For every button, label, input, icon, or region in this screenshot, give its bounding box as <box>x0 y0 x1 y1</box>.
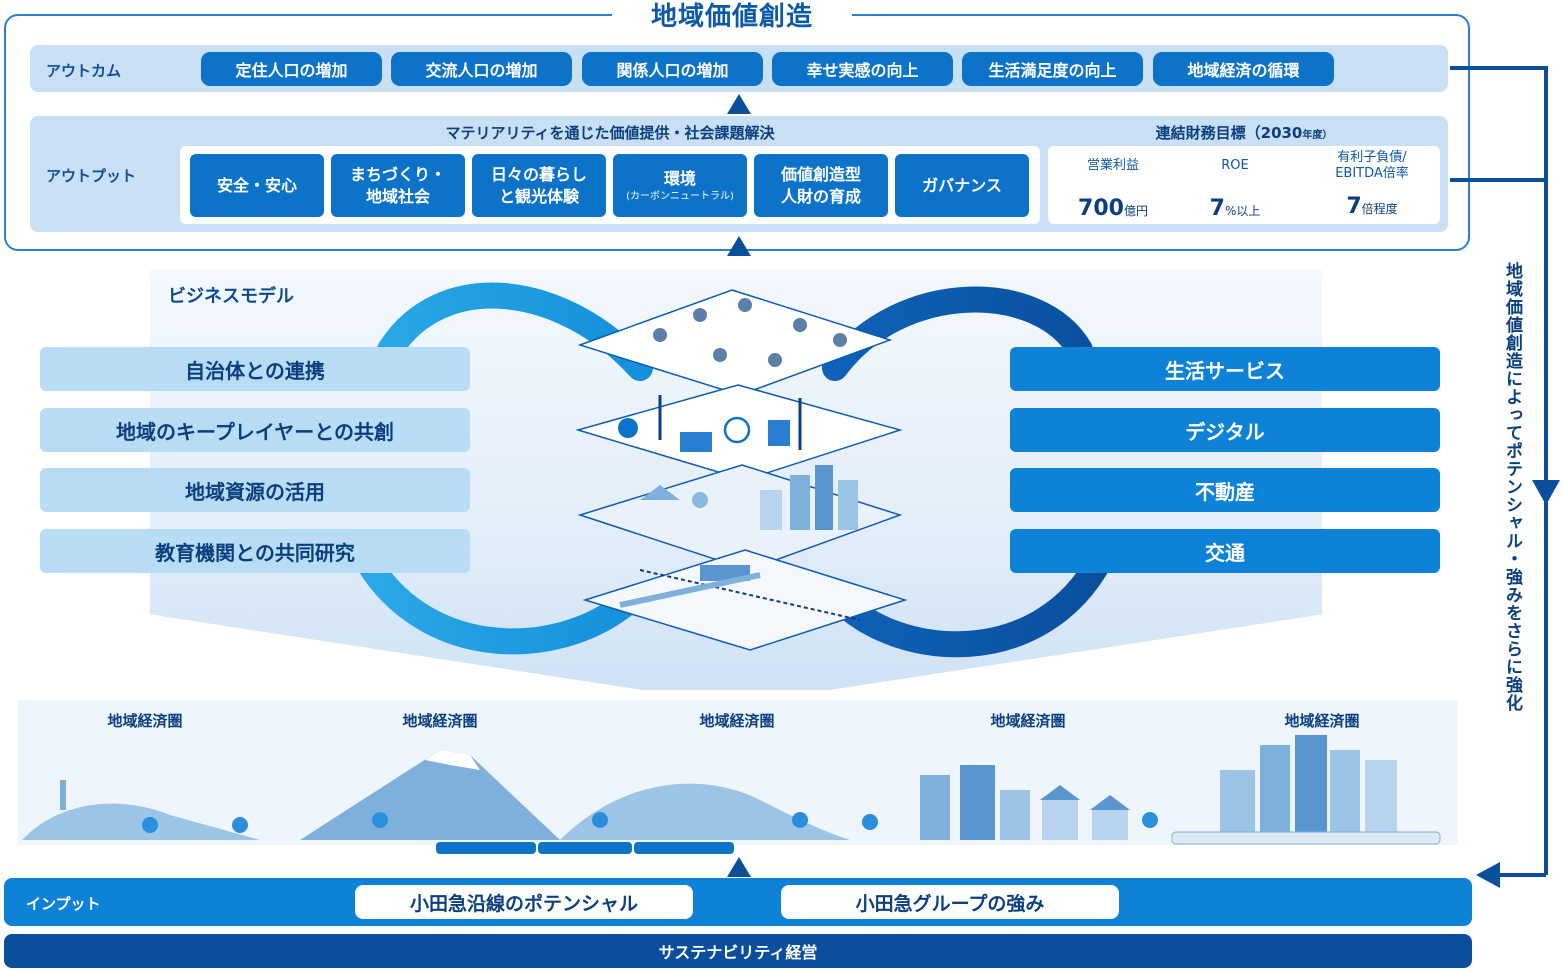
outcome-item-4: 幸せ実感の向上 <box>772 52 953 86</box>
bm-left-item-2: 地域のキープレイヤーとの共創 <box>40 408 470 452</box>
bm-right-item-2: デジタル <box>1010 408 1440 452</box>
layer-people <box>577 289 893 396</box>
feedback-text: 地域価値創造によってポテンシャル・強みをさらに強化 <box>1502 262 1522 712</box>
arrow-up-icon <box>727 857 751 877</box>
region-label-5: 地域経済圏 <box>1284 712 1360 730</box>
region-label-3: 地域経済圏 <box>699 712 775 730</box>
finance-operating-profit: 営業利益 700億円 <box>1078 158 1148 221</box>
input-label: インプット <box>26 895 101 913</box>
outcome-item-2: 交流人口の増加 <box>391 52 572 86</box>
business-model-title: ビジネスモデル <box>168 286 294 307</box>
region-label-4: 地域経済圏 <box>990 712 1066 730</box>
layer-digital <box>575 384 903 481</box>
bm-right-item-4: 交通 <box>1010 529 1440 573</box>
finance-panel <box>1048 146 1440 224</box>
materiality-daily-life: 日々の暮らしと観光体験 <box>472 154 606 217</box>
materiality-environment: 環境(カーボンニュートラル) <box>613 154 747 217</box>
input-item-potential: 小田急沿線のポテンシャル <box>355 885 693 919</box>
input-item-strength: 小田急グループの強み <box>781 885 1119 919</box>
region-label-1: 地域経済圏 <box>107 712 183 730</box>
feedback-arrow <box>1450 66 1560 888</box>
bm-left-item-3: 地域資源の活用 <box>40 468 470 512</box>
finance-debt-ebitda: 有利子負債/ EBITDA倍率 7倍程度 <box>1335 150 1409 219</box>
input-band <box>4 878 1472 926</box>
layer-city <box>577 464 903 571</box>
arrow-up-icon <box>727 94 751 114</box>
materiality-safety: 安全・安心 <box>190 154 324 217</box>
region-label-2: 地域経済圏 <box>402 712 478 730</box>
materiality-community: まちづくり・地域社会 <box>331 154 465 217</box>
bm-left-item-1: 自治体との連携 <box>40 347 470 391</box>
materiality-talent: 価値創造型人財の育成 <box>754 154 888 217</box>
outcome-item-6: 地域経済の循環 <box>1153 52 1334 86</box>
outcome-item-5: 生活満足度の向上 <box>962 52 1143 86</box>
layer-transport <box>582 549 908 651</box>
materiality-heading: マテリアリティを通じた価値提供・社会課題解決 <box>445 124 775 142</box>
materiality-governance: ガバナンス <box>895 154 1029 217</box>
arrow-up-icon <box>727 236 751 256</box>
bm-right-item-3: 不動産 <box>1010 468 1440 512</box>
bm-left-item-4: 教育機関との共同研究 <box>40 529 470 573</box>
finance-roe: ROE 7%以上 <box>1209 158 1261 221</box>
regional-landscape <box>18 700 1458 854</box>
sustainability-band: サステナビリティ経営 <box>4 934 1472 968</box>
output-label: アウトプット <box>46 167 137 185</box>
finance-heading: 連結財務目標（2030年度） <box>1155 124 1333 142</box>
outcome-item-1: 定住人口の増加 <box>201 52 382 86</box>
bm-right-item-1: 生活サービス <box>1010 347 1440 391</box>
outcome-label: アウトカム <box>46 62 122 80</box>
outcome-item-3: 関係人口の増加 <box>582 52 763 86</box>
value-creation-title: 地域価値創造 <box>612 0 852 34</box>
